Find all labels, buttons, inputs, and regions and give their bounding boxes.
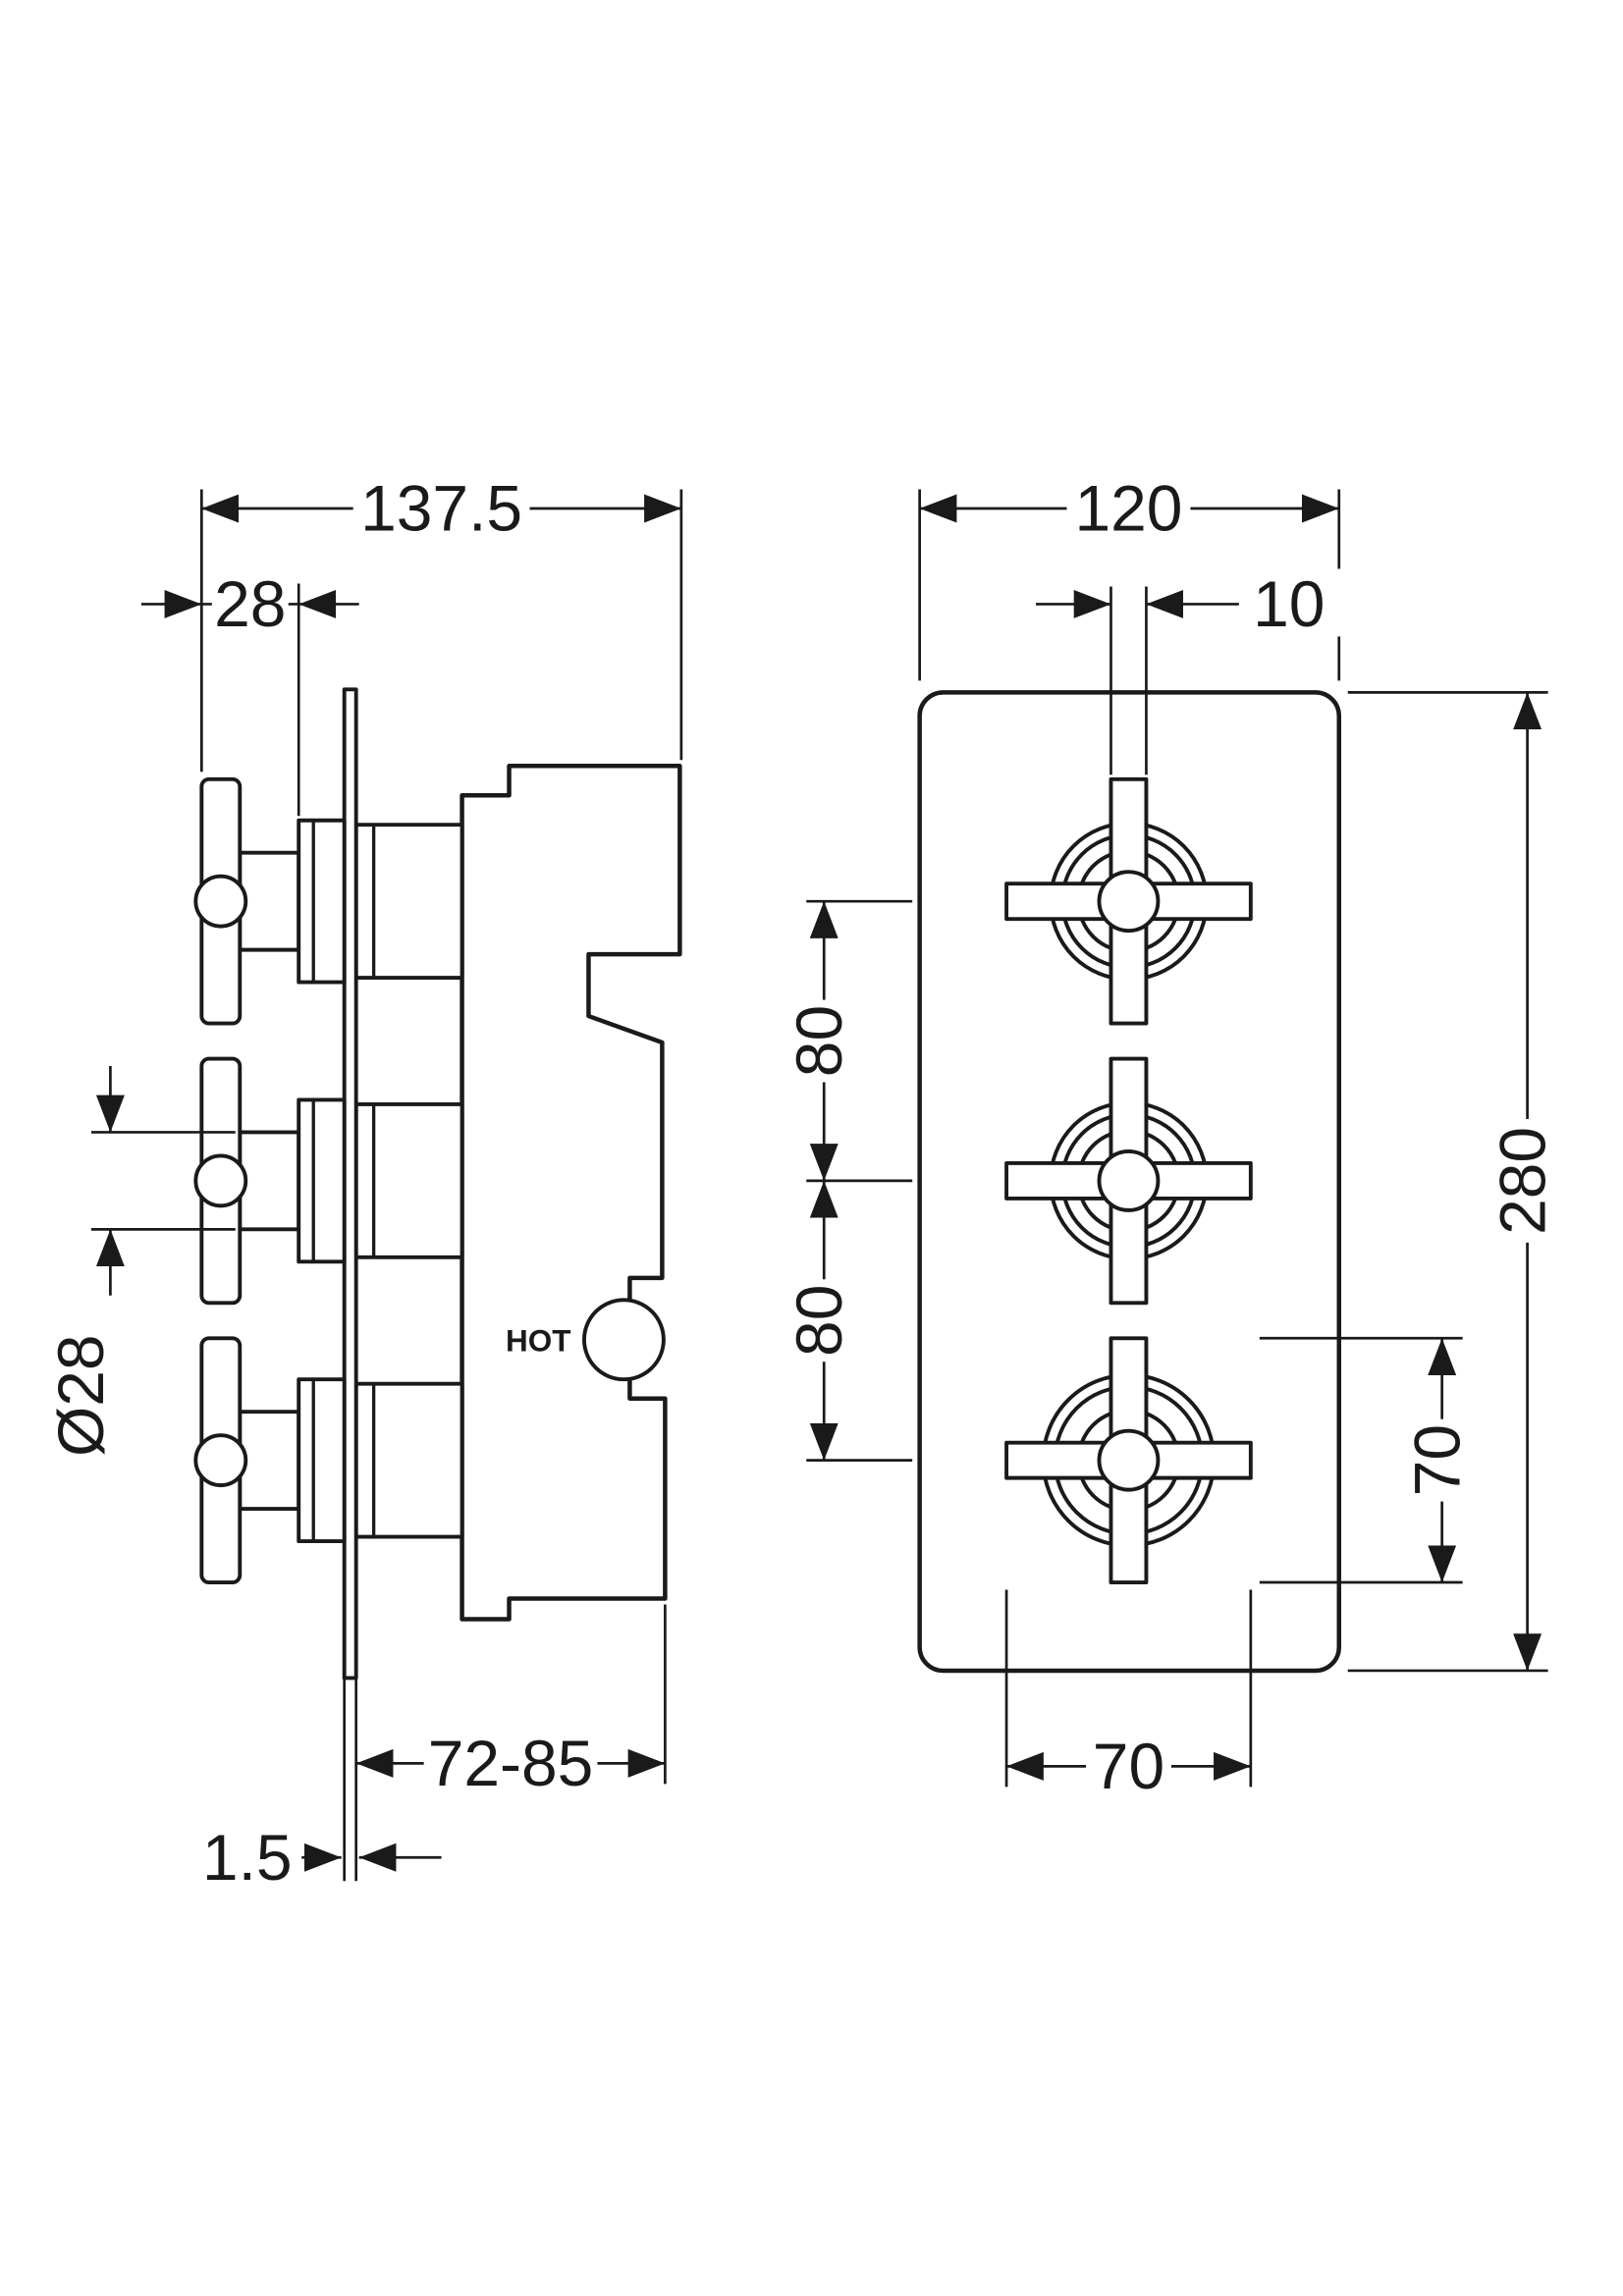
handle-side-middle	[193, 1056, 347, 1305]
cartridge-housing-top	[353, 822, 464, 980]
dim-spindle-diameter: Ø28	[44, 1065, 236, 1457]
handle-stem	[238, 1409, 301, 1511]
dim-body-depth-range: 72-85	[355, 1604, 667, 1798]
handle-front-top	[1004, 776, 1253, 1026]
dim-label-handle-pitch-upper: 80	[783, 1004, 855, 1076]
dim-label-plate-width: 120	[1074, 471, 1182, 544]
handle-stem	[238, 1130, 301, 1231]
side-view: HOT	[193, 686, 682, 1881]
handle-front-middle	[1004, 1056, 1253, 1305]
handle-hub	[1097, 869, 1161, 933]
dimensions-front: 120 10 80 80 280	[783, 471, 1558, 1801]
handle-rosette	[297, 818, 347, 985]
dim-handle-span-horizontal: 70	[1004, 1589, 1253, 1801]
dim-total-depth: 137.5	[199, 471, 683, 772]
dim-label-spindle-diameter: Ø28	[44, 1334, 117, 1457]
dim-label-body-depth-range: 72-85	[428, 1726, 594, 1798]
dimensions-side: 137.5 28 Ø28 72-85 1.5	[44, 471, 683, 1893]
dim-label-handle-arm-width: 10	[1253, 566, 1325, 639]
handle-side-bottom	[193, 1335, 347, 1584]
dim-handle-arm-width: 10	[1036, 566, 1342, 774]
dim-handle-pitch-upper: 80	[783, 899, 913, 1462]
plate-edge-extension-lines	[343, 1678, 358, 1881]
handle-stem	[238, 850, 301, 952]
dim-plate-thickness: 1.5	[202, 1820, 442, 1893]
dim-handle-pitch-lower: 80	[783, 1180, 855, 1461]
handle-hub	[193, 1153, 248, 1207]
dim-label-plate-thickness: 1.5	[202, 1820, 293, 1893]
dim-label-handle-pitch-lower: 80	[783, 1284, 855, 1356]
handle-hub	[1097, 1148, 1161, 1212]
front-view	[917, 689, 1342, 1673]
dim-label-handle-span-vertical: 70	[1401, 1424, 1474, 1496]
handle-hub	[193, 874, 248, 929]
dim-label-plate-height: 280	[1487, 1126, 1559, 1234]
dim-plate-width: 120	[918, 471, 1341, 680]
dim-label-total-depth: 137.5	[360, 471, 522, 544]
cartridge-housing-bottom	[353, 1381, 464, 1539]
handle-hub	[193, 1432, 248, 1487]
handle-rosette	[297, 1097, 347, 1263]
handle-hub	[1097, 1428, 1161, 1492]
dim-handle-projection: 28	[140, 566, 359, 816]
hot-inlet-port	[582, 1297, 666, 1381]
handle-side-top	[193, 776, 347, 1026]
hot-label: HOT	[506, 1323, 570, 1358]
dim-label-handle-span-horizontal: 70	[1093, 1729, 1164, 1801]
dim-label-handle-projection: 28	[214, 566, 286, 639]
handle-front-bottom	[1004, 1335, 1253, 1584]
valve-body-outline	[460, 763, 682, 1622]
dim-handle-span-vertical: 70	[1259, 1336, 1474, 1583]
cartridge-housing-middle	[353, 1101, 464, 1259]
handle-rosette	[297, 1376, 347, 1543]
valve-body	[460, 763, 682, 1622]
dim-plate-height: 280	[1347, 690, 1559, 1672]
